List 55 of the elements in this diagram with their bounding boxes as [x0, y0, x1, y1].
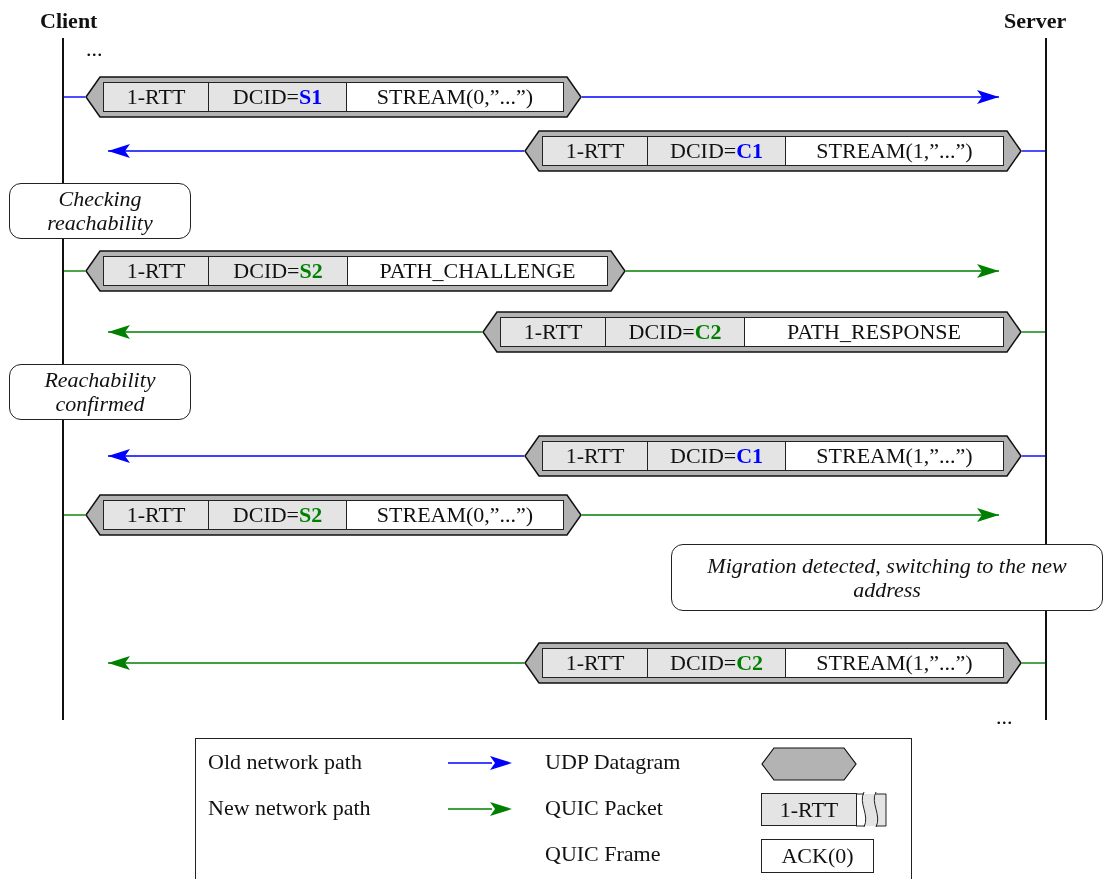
packet-type: 1-RTT — [564, 649, 626, 677]
participant-heading: Client — [40, 8, 98, 34]
arrow — [107, 144, 525, 158]
connection-id: DCID=C1 — [647, 137, 785, 165]
packet-type: 1-RTT — [125, 501, 187, 529]
frame-sample: ACK(0) — [761, 839, 874, 873]
frame-box: STREAM(0,”...”) — [347, 500, 564, 530]
packet-box — [542, 136, 786, 166]
ellipsis: ... — [996, 704, 1013, 730]
connection-id: DCID=C1 — [647, 442, 785, 470]
connection-id: DCID=S2 — [208, 501, 346, 529]
packet-type: 1-RTT — [125, 83, 187, 111]
datagram-hexagon — [85, 494, 582, 536]
frame-box: STREAM(1,”...”) — [786, 136, 1004, 166]
arrow — [107, 449, 525, 463]
packet-box — [103, 500, 347, 530]
datagram-hexagon — [524, 642, 1022, 684]
packet-type: 1-RTT — [522, 318, 584, 346]
arrow — [107, 325, 483, 339]
note-box: Migration detected, switching to the new address — [671, 544, 1103, 611]
legend-text: UDP Datagram — [545, 749, 681, 775]
connection-id: DCID=C2 — [605, 318, 744, 346]
packet-type: 1-RTT — [564, 442, 626, 470]
packet-type: 1-RTT — [125, 257, 187, 285]
arrow — [581, 90, 1000, 104]
participant-heading: Server — [1004, 8, 1067, 34]
arrow — [581, 508, 1000, 522]
packet-sample: 1-RTT — [761, 793, 857, 826]
note-box: Reachability confirmed — [9, 364, 191, 420]
frame-box: PATH_CHALLENGE — [348, 256, 608, 286]
arrow — [625, 264, 1000, 278]
datagram-hexagon — [85, 76, 582, 118]
connection-id: DCID=S2 — [208, 257, 347, 285]
frame-box: PATH_RESPONSE — [745, 317, 1004, 347]
frame-box: STREAM(1,”...”) — [786, 441, 1004, 471]
packet-type: 1-RTT — [564, 137, 626, 165]
frame-box: STREAM(0,”...”) — [347, 82, 564, 112]
connection-id: DCID=C2 — [647, 649, 785, 677]
datagram-hexagon — [524, 130, 1022, 172]
datagram-hexagon — [524, 435, 1022, 477]
packet-box — [542, 441, 786, 471]
arrow — [107, 656, 525, 670]
legend-text: Old network path — [208, 749, 362, 775]
legend-text: QUIC Packet — [545, 795, 663, 821]
lifeline — [1045, 38, 1047, 720]
legend-text: New network path — [208, 795, 371, 821]
packet-box — [500, 317, 745, 347]
packet-box — [542, 648, 786, 678]
packet-box — [103, 256, 348, 286]
ellipsis: ... — [86, 36, 103, 62]
connection-id: DCID=S1 — [208, 83, 346, 111]
note-box: Checking reachability — [9, 183, 191, 239]
frame-box: STREAM(1,”...”) — [786, 648, 1004, 678]
packet-box — [103, 82, 347, 112]
legend-text: QUIC Frame — [545, 841, 661, 867]
